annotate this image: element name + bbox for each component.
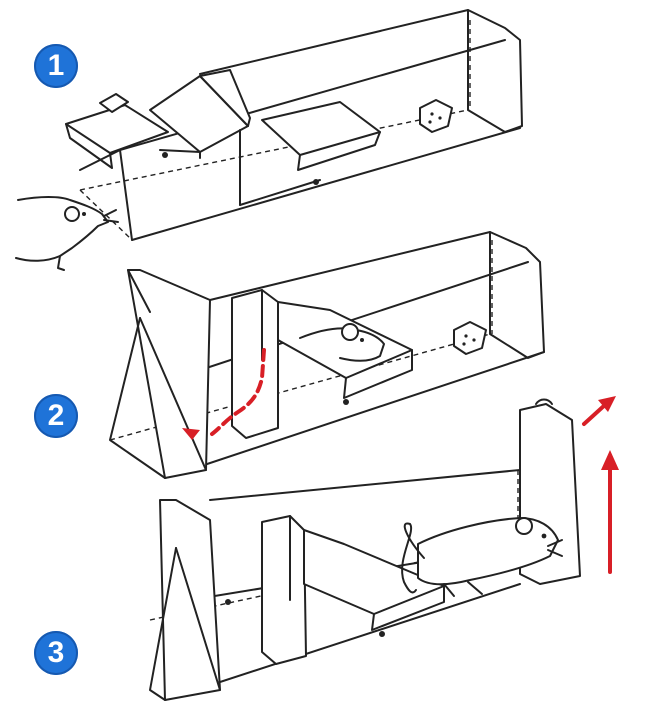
step-number: 3 — [47, 636, 65, 669]
step-badge-1: 1 — [34, 44, 78, 88]
step-number: 2 — [47, 399, 65, 432]
mouse-icon — [401, 517, 563, 597]
step-badge-3: 3 — [34, 631, 78, 675]
mouse-icon — [15, 196, 119, 271]
red-arrow-icon — [182, 348, 266, 440]
red-arrow-icon — [582, 396, 619, 574]
step-number: 1 — [47, 49, 65, 82]
trap-step-3 — [149, 396, 619, 701]
step-badge-2: 2 — [34, 394, 78, 438]
bait-icon — [419, 99, 453, 133]
bait-icon — [453, 321, 487, 355]
trap-step-1 — [15, 9, 523, 271]
mouse-icon — [299, 323, 385, 362]
trap-step-2 — [109, 231, 545, 479]
